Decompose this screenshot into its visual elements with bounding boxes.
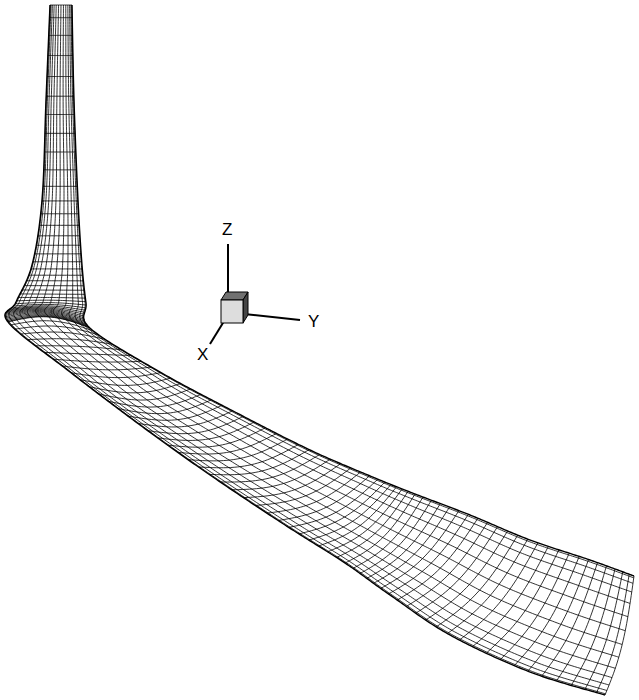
mesh-line	[72, 5, 634, 576]
z-axis	[227, 244, 229, 298]
mesh-line	[367, 504, 441, 579]
mesh-line	[500, 553, 569, 659]
axis-label: Z	[222, 221, 232, 238]
mesh-line	[70, 5, 632, 592]
y-axis	[244, 314, 300, 320]
mesh-line	[360, 500, 431, 573]
axis-triad	[210, 244, 300, 344]
mesh-line	[232, 459, 331, 490]
mesh-line	[416, 527, 498, 614]
mesh-line	[374, 507, 450, 583]
mesh-line	[447, 539, 527, 633]
mesh-line	[44, 5, 622, 645]
mesh-line	[72, 5, 634, 578]
mesh-line	[426, 531, 508, 620]
mesh-line	[68, 5, 630, 603]
cube-front	[221, 300, 243, 323]
mesh-line	[381, 511, 459, 589]
mesh-line	[14, 5, 610, 685]
mesh-line	[27, 5, 615, 668]
surface-mesh	[5, 5, 634, 695]
mesh-line	[71, 5, 633, 583]
axis-label: Y	[308, 313, 319, 330]
mesh-line	[62, 5, 628, 617]
cube-side	[243, 292, 248, 323]
mesh-line	[406, 522, 487, 606]
mesh-line	[6, 5, 606, 694]
mesh-line	[436, 535, 517, 627]
mesh-line	[514, 556, 579, 665]
axis-label: X	[197, 346, 208, 363]
mesh-line	[220, 454, 319, 482]
mesh-line	[36, 5, 619, 657]
mesh-line	[53, 5, 625, 631]
